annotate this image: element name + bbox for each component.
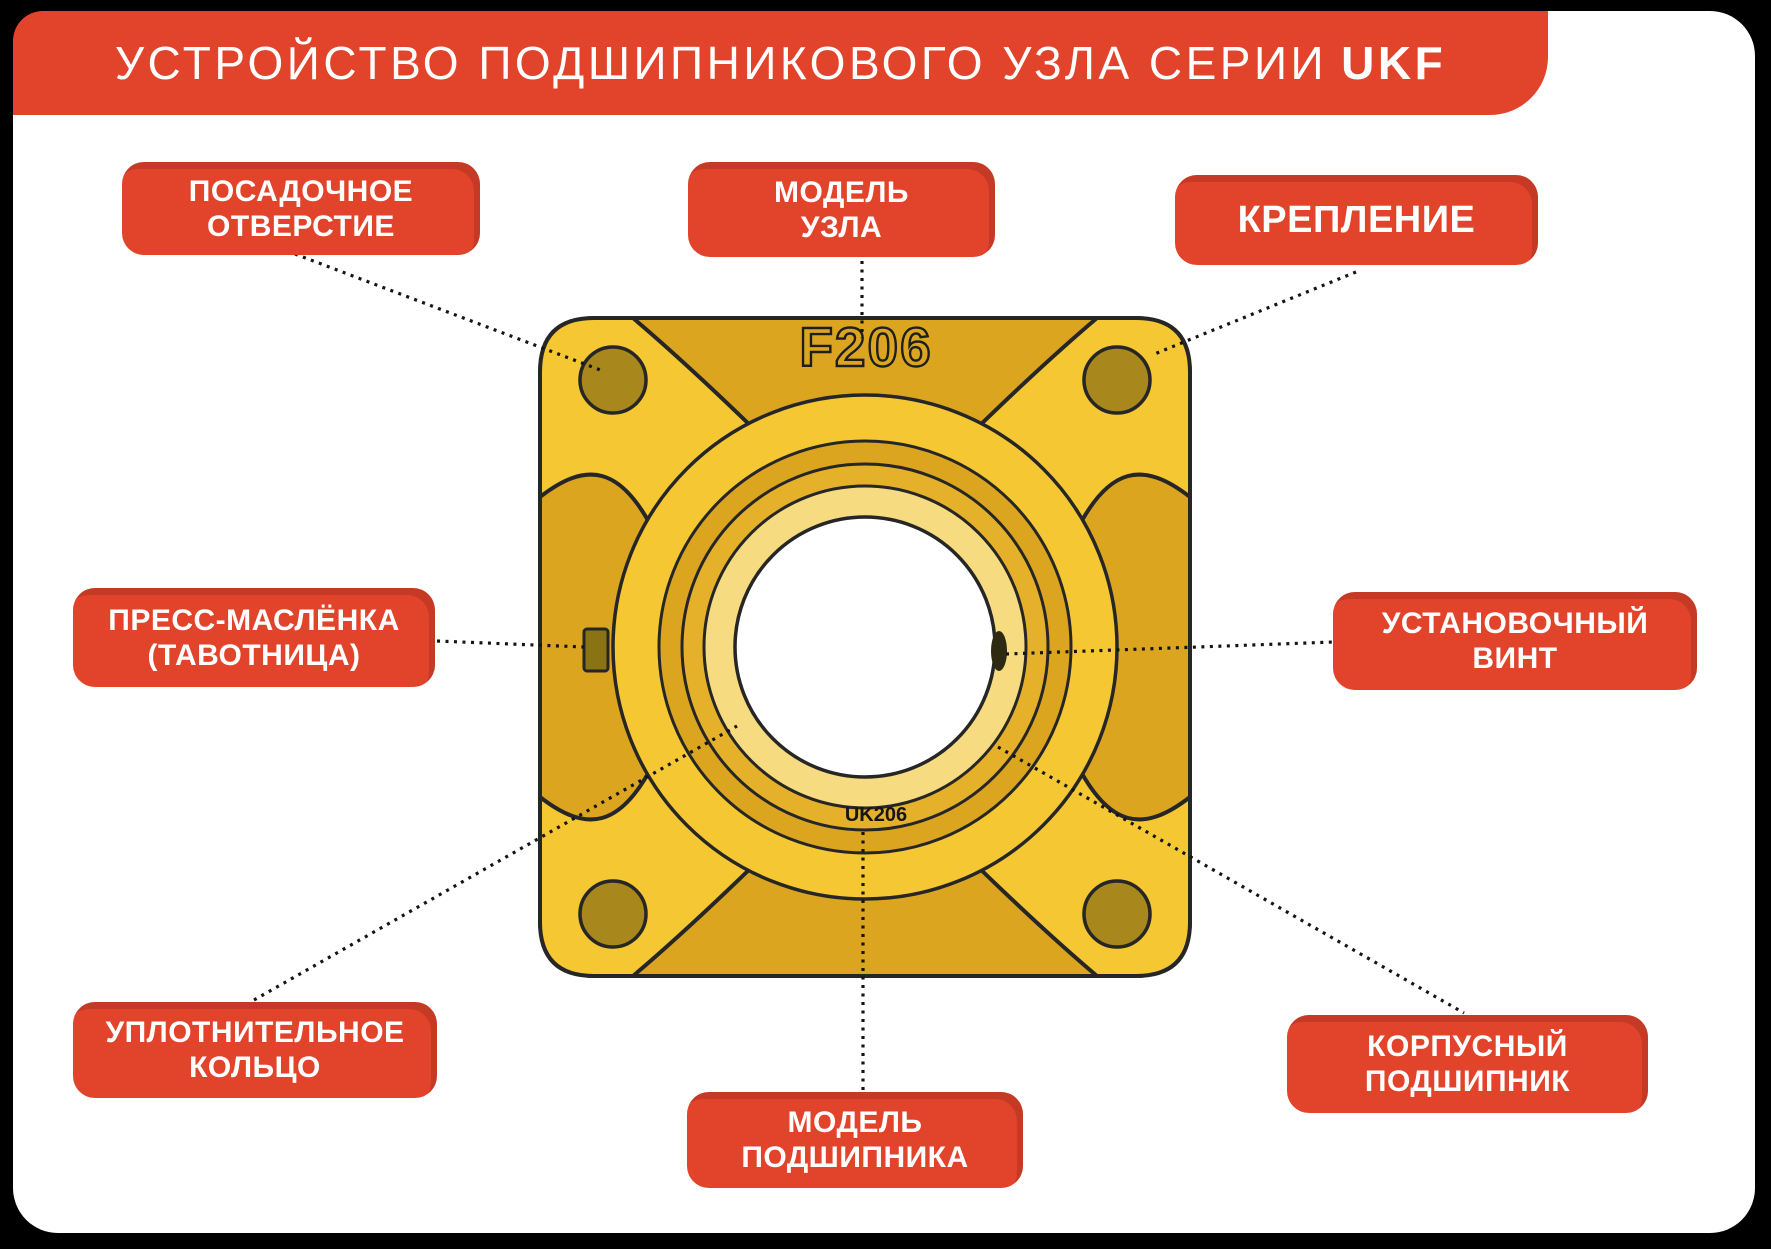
title-banner: УСТРОЙСТВО ПОДШИПНИКОВОГО УЗЛА СЕРИИ UKF: [13, 11, 1548, 115]
shaft-bore: [733, 515, 997, 779]
callout-line: ПОДШИПНИКА: [741, 1141, 969, 1174]
set-screw: [991, 631, 1007, 671]
callout-line: ВИНТ: [1472, 642, 1558, 675]
callout-line: ПРЕСС-МАСЛЁНКА: [108, 603, 400, 637]
leader-line-mounting-hole: [294, 252, 604, 373]
bolt-hole-top-left: [578, 345, 648, 415]
callout-unit-model: МОДЕЛЬ УЗЛА: [688, 162, 995, 257]
callout-housing-bearing: КОРПУСНЫЙ ПОДШИПНИК: [1287, 1015, 1648, 1113]
callout-line: МОДЕЛЬ: [787, 1106, 923, 1139]
callout-line: (ТАВОТНИЦА): [147, 638, 361, 672]
page-title-series: UKF: [1341, 37, 1447, 89]
callout-grease-fitting: ПРЕСС-МАСЛЁНКА (ТАВОТНИЦА): [73, 588, 435, 687]
callout-bearing-model: МОДЕЛЬ ПОДШИПНИКА: [687, 1092, 1023, 1188]
leader-line-fastening: [1151, 270, 1357, 357]
callout-mounting-hole: ПОСАДОЧНОЕ ОТВЕРСТИЕ: [122, 162, 480, 255]
callout-seal-ring: УПЛОТНИТЕЛЬНОЕ КОЛЬЦО: [73, 1002, 437, 1098]
callout-line: ПОДШИПНИК: [1364, 1065, 1571, 1098]
leader-line-set-screw: [1005, 640, 1335, 656]
callout-set-screw: УСТАНОВОЧНЫЙ ВИНТ: [1333, 592, 1697, 690]
bolt-hole-bottom-left: [578, 879, 648, 949]
callout-line: УЗЛА: [800, 210, 883, 244]
callout-fastening: КРЕПЛЕНИЕ: [1175, 175, 1538, 265]
page-title: УСТРОЙСТВО ПОДШИПНИКОВОГО УЗЛА СЕРИИ: [114, 37, 1328, 89]
bolt-hole-top-right: [1082, 345, 1152, 415]
callout-line: УПЛОТНИТЕЛЬНОЕ: [105, 1016, 405, 1049]
callout-line: КРЕПЛЕНИЕ: [1237, 199, 1476, 241]
grease-fitting: [582, 627, 610, 673]
callout-line: МОДЕЛЬ: [774, 175, 909, 209]
callout-line: КОРПУСНЫЙ: [1367, 1030, 1568, 1063]
callout-line: УСТАНОВОЧНЫЙ: [1381, 607, 1649, 640]
callout-line: ПОСАДОЧНОЕ: [188, 174, 414, 208]
callout-line: ОТВЕРСТИЕ: [207, 209, 395, 243]
bolt-hole-bottom-right: [1082, 879, 1152, 949]
callout-line: КОЛЬЦО: [189, 1051, 321, 1084]
bearing-model-marking: UK206: [845, 804, 907, 826]
unit-model-marking: F206: [799, 316, 932, 378]
